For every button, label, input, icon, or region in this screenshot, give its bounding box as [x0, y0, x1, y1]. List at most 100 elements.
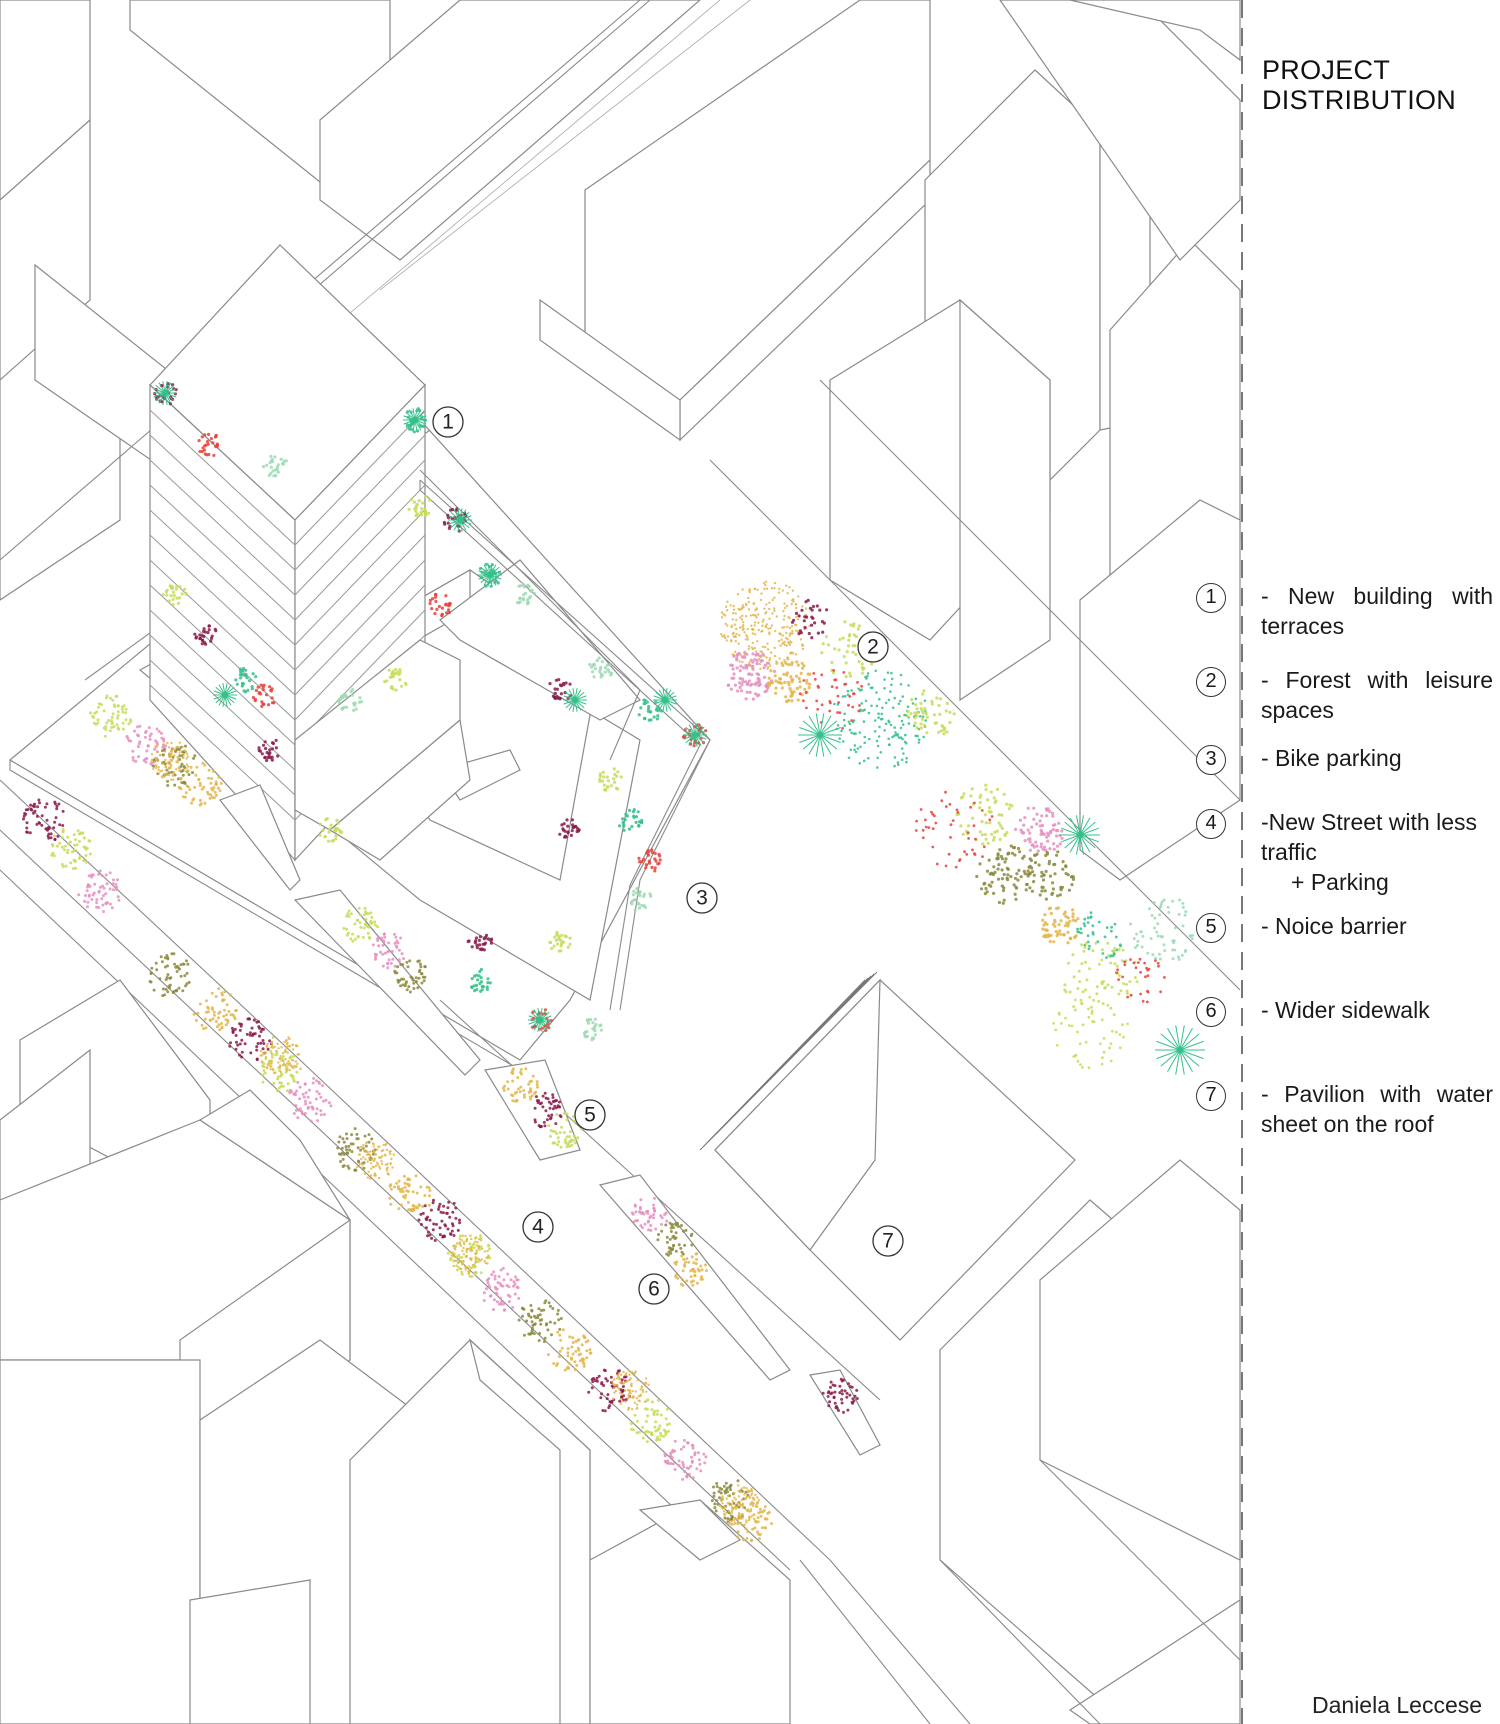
tree-clump: [428, 592, 452, 618]
tree-clump: [1076, 911, 1122, 959]
tree-clump: [50, 828, 92, 870]
map-marker-3-label: 3: [696, 887, 708, 910]
tree-clump: [89, 694, 133, 738]
tree-clump: [234, 666, 258, 694]
palm-burst: [1060, 815, 1100, 855]
tree-clump: [383, 668, 408, 692]
tree-clump: [618, 808, 644, 832]
tree-clump: [673, 1252, 708, 1287]
tree-clump: [318, 817, 344, 843]
tree-clump: [417, 1198, 462, 1242]
palm-burst: [213, 683, 237, 707]
legend-backdrop: [1243, 0, 1500, 1724]
legend-number-4: 4: [1196, 809, 1226, 839]
tree-clump: [337, 688, 364, 713]
tree-clump: [656, 1221, 694, 1257]
map-marker-2-label: 2: [867, 636, 879, 659]
tree-clump: [342, 906, 380, 943]
palm-burst: [478, 563, 502, 587]
map-marker-6-label: 6: [648, 1278, 660, 1301]
tree-clump: [833, 669, 927, 769]
legend-text-4-main: -New Street with less traffic: [1261, 809, 1478, 865]
map-marker-3: 3: [686, 882, 718, 914]
tree-clump: [251, 683, 276, 709]
tree-clump: [356, 1141, 395, 1180]
legend-title: PROJECT DISTRIBUTION: [1262, 55, 1456, 115]
palm-burst: [528, 1008, 552, 1032]
map-markers: 1 2 3 4 5 6 7: [432, 406, 904, 1305]
context-buildings: [0, 0, 1241, 991]
map-marker-5: 5: [574, 1099, 606, 1131]
palm-burst: [403, 408, 427, 432]
legend-number-2: 2: [1196, 667, 1226, 697]
tree-clump: [192, 987, 238, 1032]
tree-clump: [547, 1328, 593, 1372]
tree-clump: [150, 741, 190, 781]
map-marker-6: 6: [638, 1273, 670, 1305]
map-marker-4-label: 4: [532, 1216, 544, 1239]
tree-clump: [336, 1127, 377, 1172]
legend-text-4-sub: + Parking: [1291, 869, 1389, 895]
tree-clump: [259, 1036, 301, 1075]
tree-clump: [790, 598, 829, 640]
vegetation-layer: [22, 381, 1205, 1543]
tree-clump: [193, 624, 218, 646]
tree-clump: [388, 1174, 432, 1213]
tree-clump: [393, 959, 427, 994]
tree-clump: [547, 1111, 584, 1149]
legend-number-6: 6: [1196, 997, 1226, 1027]
tree-clump: [558, 818, 581, 839]
author-credit: Daniela Leccese: [1312, 1692, 1483, 1718]
tree-clump: [726, 650, 777, 701]
map-marker-2: 2: [857, 631, 889, 663]
tree-clump: [718, 1484, 761, 1526]
tree-clump: [371, 932, 405, 970]
palm-burst: [448, 508, 472, 532]
tree-clump: [637, 848, 662, 873]
legend-title-line-2: DISTRIBUTION: [1262, 85, 1457, 115]
palm-burst: [1155, 1025, 1205, 1075]
tree-clump: [161, 584, 188, 607]
street-and-lower-buildings: [0, 779, 1241, 1724]
legend-number-3: 3: [1196, 745, 1226, 775]
terraced-building: [138, 244, 711, 1011]
tree-clump: [449, 1234, 490, 1276]
tree-clump: [975, 844, 1036, 905]
tree-clump: [261, 454, 288, 478]
tree-clump: [517, 1299, 563, 1343]
tree-clump: [482, 1266, 521, 1312]
tree-clump: [906, 689, 956, 736]
tree-clump: [257, 738, 280, 763]
map-marker-5-label: 5: [584, 1104, 596, 1127]
tree-clump: [548, 678, 573, 701]
legend-text-1: - New building with terraces: [1261, 583, 1493, 639]
tree-clump: [77, 869, 121, 914]
legend-text-4: -New Street with less traffic + Parking: [1261, 807, 1493, 897]
tree-clump: [955, 783, 1014, 846]
tree-clump: [1129, 898, 1194, 961]
tree-clump: [630, 1196, 669, 1232]
legend-number-7: 7: [1196, 1081, 1226, 1111]
tree-clump: [288, 1077, 333, 1123]
map-marker-7-label: 7: [882, 1230, 894, 1253]
tree-clump: [1014, 806, 1064, 853]
tree-clump: [1063, 941, 1139, 1017]
pavilion-with-water-roof: [699, 971, 1076, 1341]
tree-clump: [582, 1017, 604, 1042]
palm-burst: [563, 688, 587, 712]
tree-clump: [663, 1438, 708, 1481]
map-marker-4: 4: [522, 1211, 554, 1243]
tree-clump: [407, 494, 432, 518]
tree-clump: [148, 952, 191, 998]
legend-number-1: 1: [1196, 583, 1226, 613]
tree-clump: [501, 1067, 539, 1103]
tree-clump: [611, 1369, 650, 1411]
tree-clump: [22, 798, 65, 841]
tree-clump: [228, 1017, 273, 1062]
tree-clump: [470, 967, 492, 994]
tree-clump: [637, 698, 664, 722]
tree-clump: [629, 887, 653, 912]
tree-clump: [629, 1398, 671, 1444]
tree-clump: [466, 933, 494, 952]
